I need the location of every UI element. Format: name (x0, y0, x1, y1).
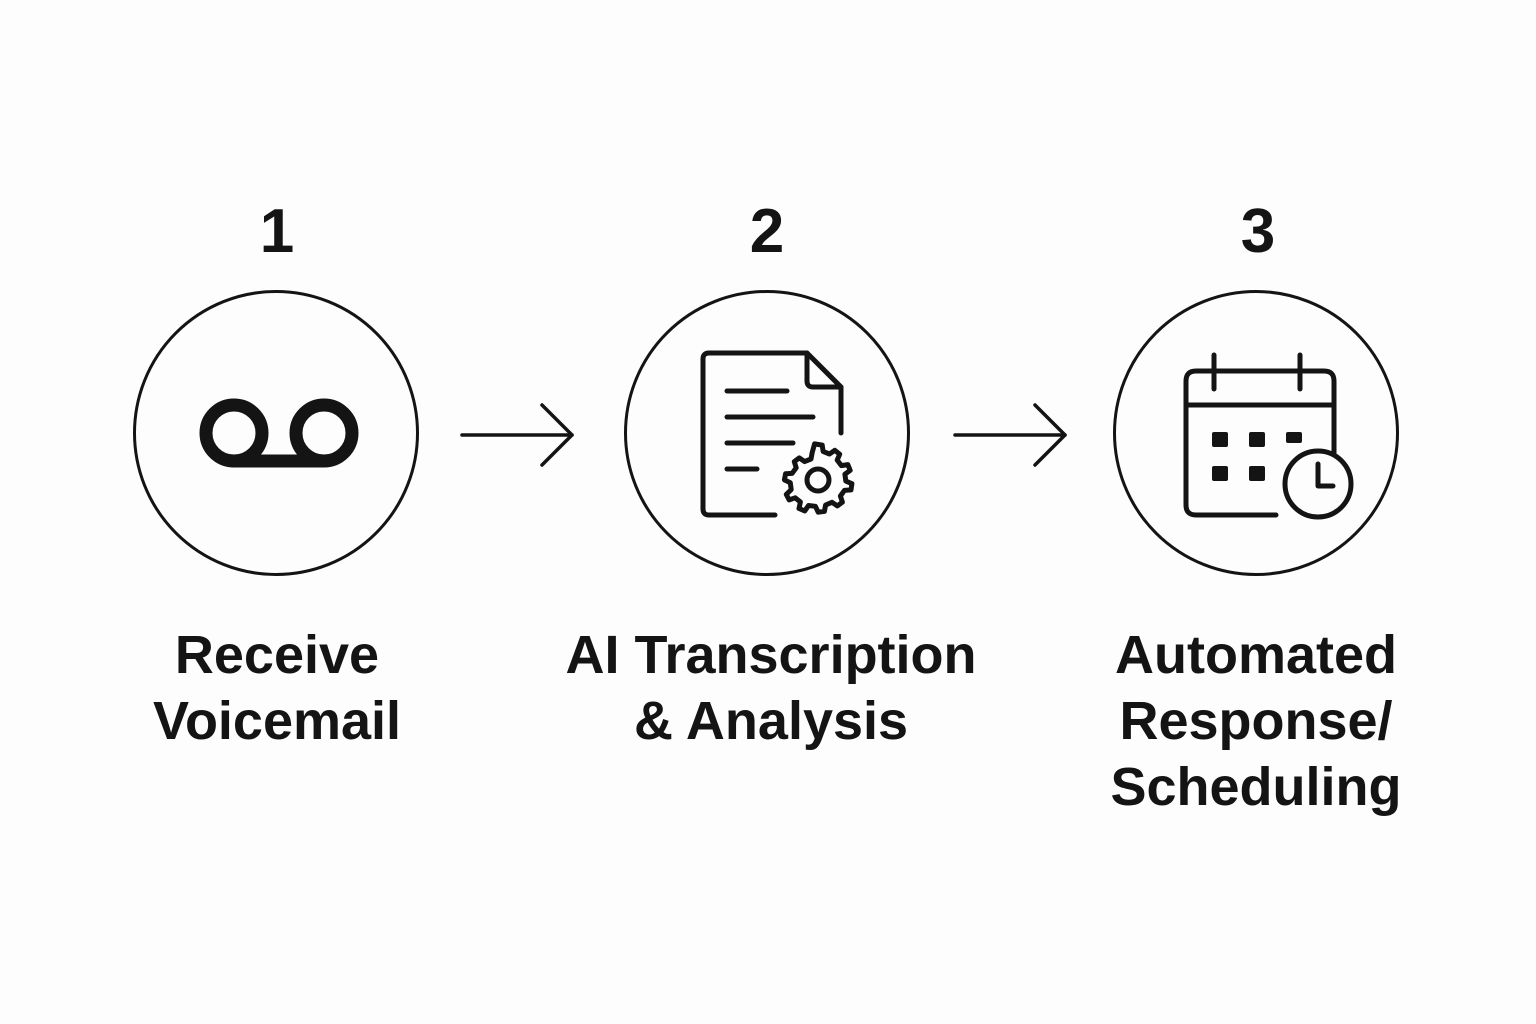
step-3-label-line-2: Response/ (1119, 691, 1393, 751)
step-2-label-line-1: AI Transcription (565, 625, 977, 685)
step-3-label-line-3: Scheduling (1110, 757, 1402, 817)
step-2-label-line-2: & Analysis (633, 691, 909, 751)
step-2-circle (624, 290, 910, 576)
step-1-number: 1 (259, 197, 295, 266)
step-1-label-line-1: Receive (174, 625, 380, 685)
step-3-circle (1113, 290, 1399, 576)
step-2-number: 2 (749, 197, 785, 266)
step-3-number: 3 (1240, 197, 1276, 266)
step-1-label-line-2: Voicemail (152, 691, 402, 751)
step-3-label: Automated Response/ Scheduling (1026, 622, 1486, 820)
document-gear-icon (700, 350, 855, 518)
step-1-label: Receive Voicemail (47, 622, 507, 754)
step-1-circle (133, 290, 419, 576)
arrow-right-icon (460, 403, 574, 467)
calendar-clock-icon (1183, 352, 1354, 520)
arrow-right-icon (953, 403, 1067, 467)
voicemail-icon (199, 398, 359, 468)
step-2-label: AI Transcription & Analysis (541, 622, 1001, 754)
step-3-label-line-1: Automated (1115, 625, 1397, 685)
